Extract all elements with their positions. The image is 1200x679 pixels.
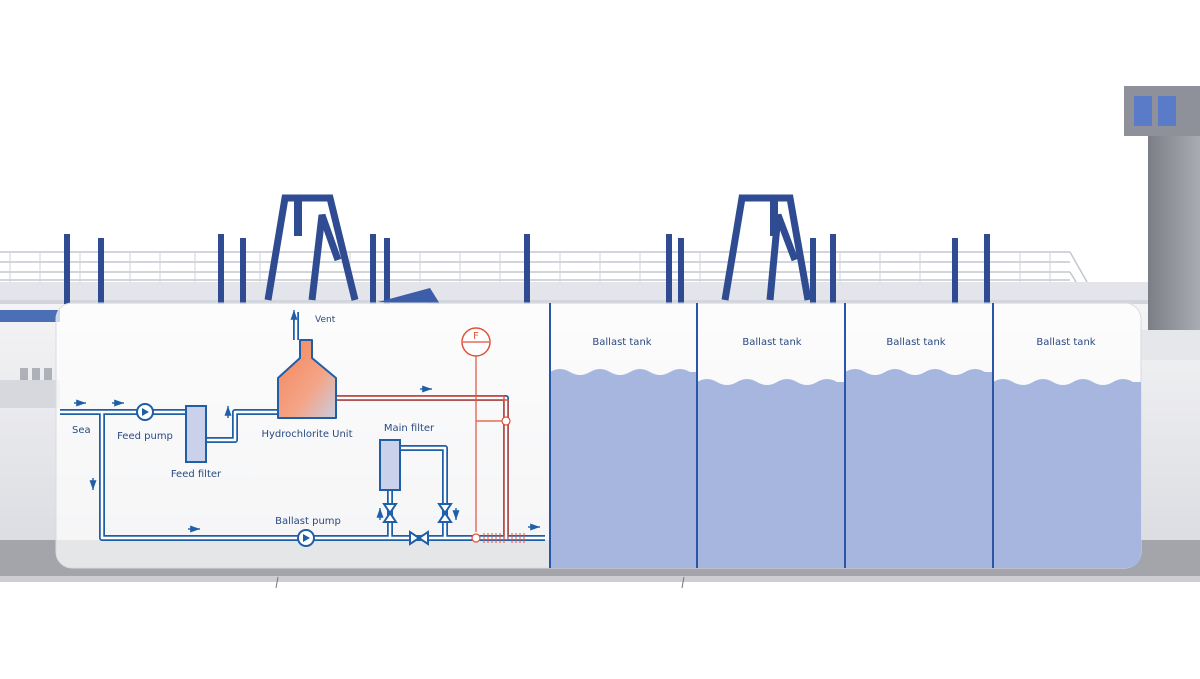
- ballast-pump: [297, 529, 315, 547]
- feed-pump: [136, 403, 154, 421]
- hydrochlorite-unit: [277, 339, 337, 419]
- hydrochlorite-unit-label: Hydrochlorite Unit: [261, 429, 352, 440]
- flow-meter: [483, 533, 525, 543]
- tank-label-1: Ballast tank: [592, 337, 651, 348]
- feed-pump-label: Feed pump: [117, 431, 173, 442]
- bridge-tower: [1124, 86, 1200, 360]
- flow-indicator: F: [461, 327, 511, 543]
- tank-water-2: [697, 379, 845, 568]
- tank-label-3: Ballast tank: [886, 337, 945, 348]
- main-filter: [379, 439, 401, 491]
- vent-label: Vent: [315, 315, 336, 325]
- ballast-pump-label: Ballast pump: [275, 516, 341, 527]
- tank-label-4: Ballast tank: [1036, 337, 1095, 348]
- feed-filter-label: Feed filter: [171, 469, 222, 480]
- flow-indicator-label: F: [473, 331, 479, 342]
- deck-railing: [0, 251, 1101, 306]
- sea-label: Sea: [72, 425, 91, 436]
- valve-filter-outlet: [437, 503, 453, 523]
- feed-filter: [185, 405, 207, 463]
- tank-water-3: [845, 369, 993, 568]
- deck-crane-left: [264, 194, 359, 301]
- valve-bypass: [409, 530, 429, 546]
- tank-water-1: [550, 369, 697, 568]
- tank-water-4: [993, 379, 1141, 568]
- deck-posts: [64, 234, 990, 304]
- ballast-tanks: Ballast tank Ballast tank Ballast tank B…: [549, 303, 1141, 568]
- main-filter-label: Main filter: [384, 423, 435, 434]
- valve-filter-inlet: [382, 503, 398, 523]
- flow-arrows: [74, 310, 540, 533]
- tank-label-2: Ballast tank: [742, 337, 801, 348]
- dosing-line: [336, 395, 509, 540]
